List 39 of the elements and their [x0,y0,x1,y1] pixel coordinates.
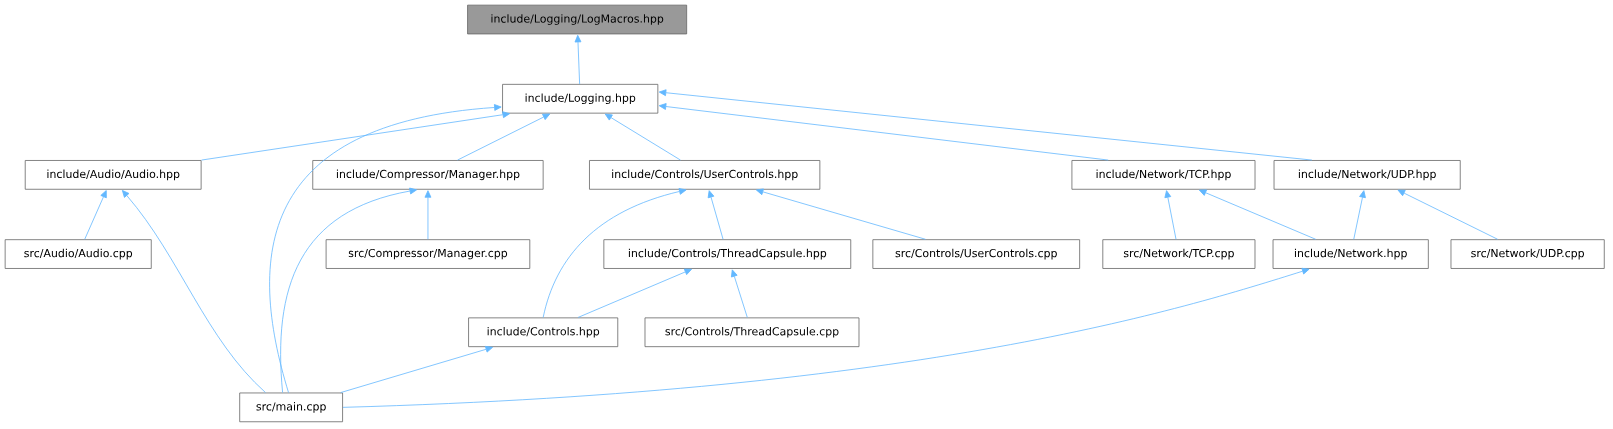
file-box: src/main.cpp [239,392,343,423]
file-box: include/Network/UDP.hpp [1273,160,1461,190]
file-box: src/Network/UDP.cpp [1450,239,1605,269]
arrow [340,346,493,393]
arrow [542,188,687,318]
arrow [658,89,1313,161]
arrow [577,268,692,318]
file-box: include/Network/TCP.hpp [1071,160,1256,190]
file-box: include/Compressor/Manager.hpp [312,160,544,190]
arrow [1164,190,1177,240]
arrow [707,190,724,240]
arrow [755,188,926,240]
file-box: src/Network/TCP.cpp [1102,239,1256,269]
arrow [424,190,432,240]
arrow [269,104,502,393]
arrow [604,113,681,161]
arrow [1353,190,1366,240]
file-box: include/Controls/UserControls.hpp [589,160,821,190]
file-box: include/Controls.hpp [468,317,619,348]
file-box: include/Network.hpp [1272,239,1429,269]
arrow [1397,189,1499,240]
arrow [1198,189,1317,240]
arrow [658,103,1109,161]
file-box: include/Logging.hpp [502,83,659,114]
arrow [574,34,582,85]
file-box: include/Controls/ThreadCapsule.hpp [603,239,852,269]
file-box: src/Compressor/Manager.cpp [325,239,531,269]
file-box: src/Controls/ThreadCapsule.cpp [644,317,860,348]
arrow [342,267,1310,408]
file-box: include/Audio/Audio.hpp [24,160,202,190]
arrow [457,113,551,161]
file-box: include/Logging/LogMacros.hpp [467,4,688,35]
arrow [121,190,266,393]
arrow [280,187,417,393]
arrow [84,190,107,240]
file-box: src/Audio/Audio.cpp [4,239,152,269]
arrow [731,269,748,318]
file-box: src/Controls/UserControls.cpp [872,239,1081,269]
arrow [201,111,510,161]
